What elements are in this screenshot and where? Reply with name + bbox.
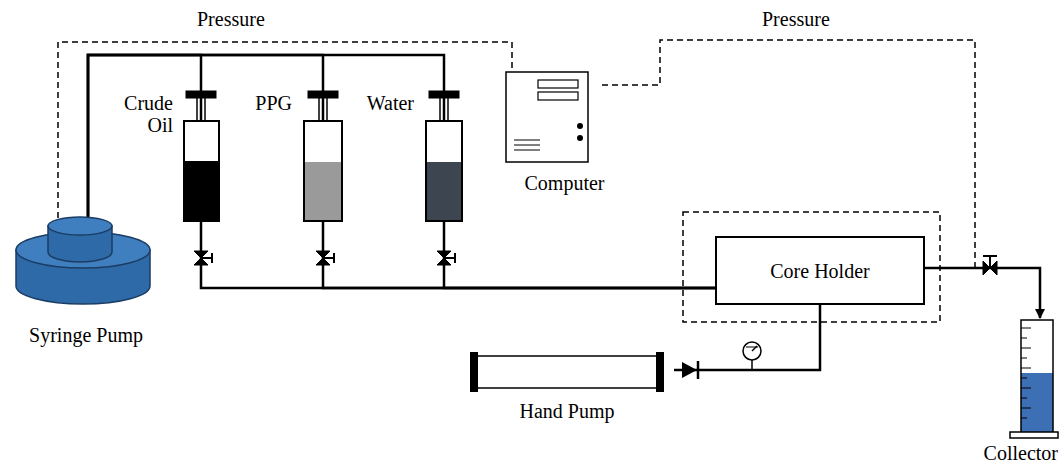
hand-pump-icon [460, 350, 670, 395]
node-label: Collector [984, 442, 1058, 464]
dashed-enclosure [683, 212, 940, 322]
core-holder: Core Holder [715, 236, 925, 305]
node-label: Crude Oil [101, 92, 173, 136]
node-label: Syringe Pump [4, 324, 168, 346]
pressure-gauge [743, 342, 761, 370]
collector: Collector [958, 318, 1060, 466]
syringe-pump: Syringe Pump [4, 218, 168, 348]
flow-line [201, 222, 715, 288]
signal-label: Pressure [760, 8, 832, 30]
water-cylinder: Water [425, 120, 463, 222]
node-label: Computer [500, 172, 629, 194]
graduated-cylinder [958, 318, 1060, 443]
flow-line [88, 55, 444, 218]
node-label: Core Holder [717, 260, 923, 282]
check-valve [682, 361, 698, 379]
piston-rods [186, 91, 459, 120]
computer-icon [500, 68, 625, 168]
hand-pump: Hand Pump [460, 350, 674, 424]
edge-label: Pressure [195, 8, 267, 30]
ppg-cylinder: PPG [303, 120, 343, 222]
flow-line [323, 222, 715, 288]
flow-line [444, 222, 715, 288]
crude-oil-cylinder: Crude Oil [183, 120, 220, 222]
flow-line [674, 305, 820, 370]
syringe-pump-icon [4, 218, 164, 308]
pressure-signal-line [598, 40, 975, 268]
node-label: PPG [255, 92, 292, 114]
node-label: Water [367, 92, 414, 114]
computer: Computer [500, 68, 629, 198]
node-label: Hand Pump [460, 400, 674, 422]
